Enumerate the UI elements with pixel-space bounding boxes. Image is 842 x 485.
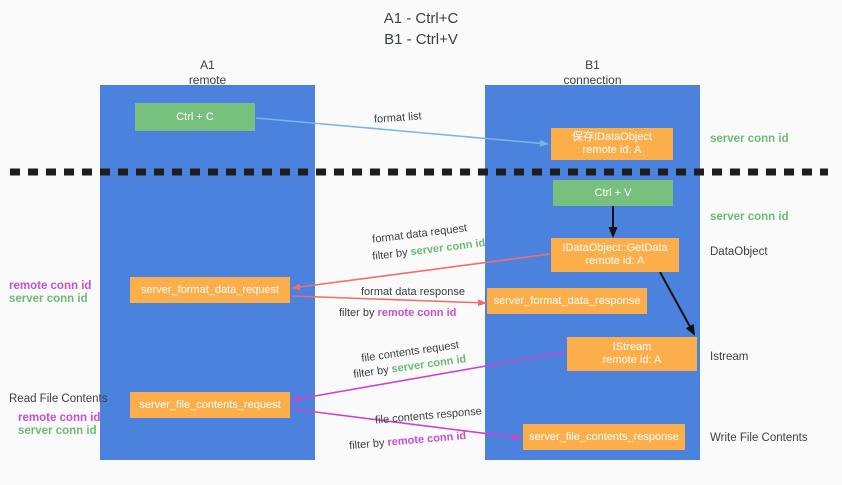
column-b1-name: B1 (585, 58, 600, 72)
title-line-1: A1 - Ctrl+C (383, 10, 459, 27)
label-write-file-contents: Write File Contents (710, 432, 808, 444)
node-save-idataobject-line1: 保存IDataObject (571, 131, 653, 143)
label-read-file-contents: Read File Contents (9, 393, 108, 405)
label-istream: Istream (710, 351, 749, 363)
filter-key-remote-conn-id-1: remote conn id (377, 307, 457, 319)
node-istream-line2: remote id: A (602, 354, 662, 366)
node-ctrl-c-label: Ctrl + C (176, 110, 214, 123)
node-server-format-data-response-label: server_format_data_response (493, 294, 641, 307)
node-save-idataobject[interactable]: 保存IDataObject remote id: A (551, 128, 673, 160)
filter-prefix-2: filter by (339, 307, 378, 319)
edge-label-file-contents-response-filter: filter by remote conn id (349, 429, 467, 454)
edge-label-format-list: format list (373, 110, 423, 126)
label-dataobject: DataObject (710, 246, 768, 258)
column-a1-sub: remote (188, 73, 227, 87)
title-line-2: B1 - Ctrl+V (384, 31, 458, 48)
node-server-file-contents-request-label: server_file_contents_request (139, 398, 281, 411)
diagram-title: A1 - Ctrl+C B1 - Ctrl+V (0, 8, 842, 50)
label-remote-conn-id-2: remote conn id (18, 412, 101, 424)
column-caption-a1: A1 remote (100, 58, 315, 88)
node-idataobject-getdata-line2: remote id: A (585, 255, 645, 267)
filter-prefix-4: filter by (348, 436, 389, 453)
node-idataobject-getdata-line1: IDataObject::GetData (562, 242, 668, 254)
column-b1-sub: connection (563, 73, 622, 87)
column-a1-name: A1 (200, 58, 215, 72)
filter-prefix-1: filter by (371, 246, 412, 263)
node-ctrl-v-label: Ctrl + V (594, 186, 632, 199)
node-ctrl-v[interactable]: Ctrl + V (553, 180, 673, 206)
edge-label-format-data-response: format data response (361, 286, 465, 298)
label-server-conn-id-2: server conn id (18, 425, 97, 437)
node-server-file-contents-response[interactable]: server_file_contents_response (523, 424, 685, 450)
filter-prefix-3: filter by (352, 363, 393, 381)
node-server-format-data-request-label: server_format_data_request (140, 283, 280, 296)
node-server-file-contents-response-label: server_file_contents_response (529, 430, 679, 443)
node-ctrl-c[interactable]: Ctrl + C (135, 103, 255, 131)
label-server-conn-id-1: server conn id (9, 293, 88, 305)
node-idataobject-getdata[interactable]: IDataObject::GetData remote id: A (551, 238, 679, 272)
label-server-conn-id-top: server conn id (710, 133, 789, 145)
label-remote-conn-id-1: remote conn id (9, 280, 92, 292)
edge-label-format-data-response-filter: filter by remote conn id (339, 306, 456, 321)
node-save-idataobject-line2: remote id: A (582, 144, 642, 156)
node-server-format-data-request[interactable]: server_format_data_request (130, 277, 290, 303)
node-istream-line1: IStream (612, 341, 652, 353)
node-server-format-data-response[interactable]: server_format_data_response (487, 288, 647, 314)
column-caption-b1: B1 connection (485, 58, 700, 88)
label-server-conn-id-mid: server conn id (710, 211, 789, 223)
node-istream[interactable]: IStream remote id: A (567, 337, 697, 371)
filter-key-remote-conn-id-2: remote conn id (387, 429, 467, 449)
edge-label-file-contents-response: file contents response (374, 405, 483, 427)
node-server-file-contents-request[interactable]: server_file_contents_request (130, 392, 290, 418)
